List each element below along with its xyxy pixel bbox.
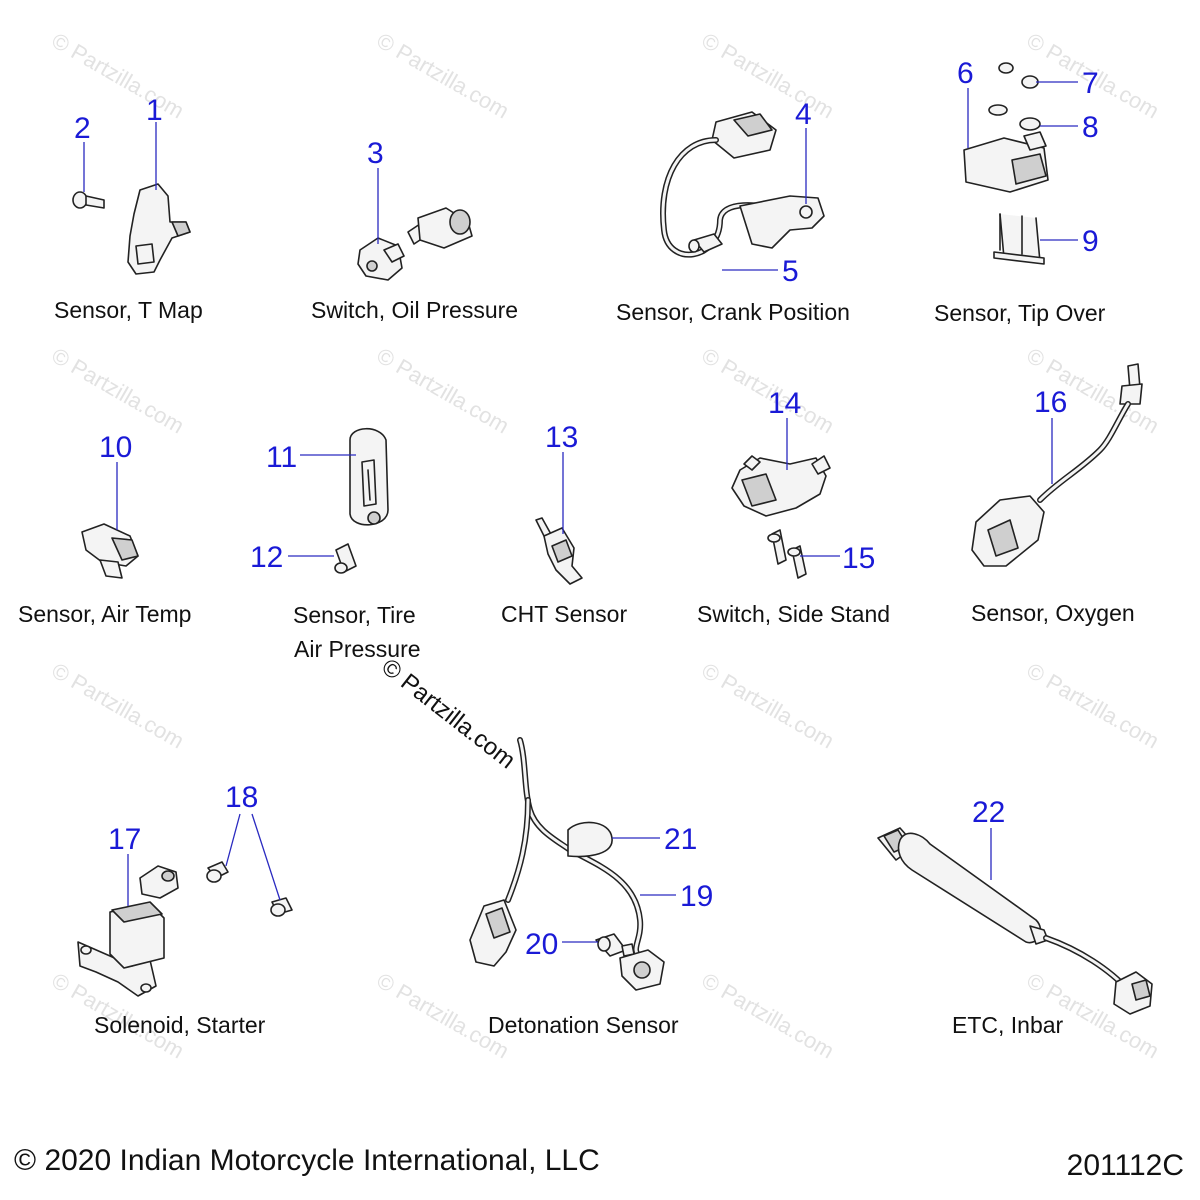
callout-18: 18: [225, 781, 258, 814]
callout-8: 8: [1082, 111, 1099, 144]
cht-sensor-drawing: [535, 517, 583, 585]
watermark-center: © Partzilla.com: [376, 653, 520, 774]
oil-pressure-switch-group: 3 Switch, Oil Pressure: [311, 137, 518, 323]
callout-13: 13: [545, 421, 578, 454]
tip-over-sensor-group: 6 7 8 9 Sensor, Tip Over: [934, 57, 1106, 326]
air-temp-sensor-group: 10 Sensor, Air Temp: [18, 431, 191, 627]
watermark: © Partzilla.com: [48, 658, 189, 754]
callout-14: 14: [768, 387, 801, 420]
crank-position-sensor-group: 4 5 Sensor, Crank Position: [616, 98, 850, 325]
caption-air-temp: Sensor, Air Temp: [18, 601, 191, 627]
callout-2: 2: [74, 112, 91, 145]
air-temp-sensor-drawing: [81, 523, 139, 579]
leader-18b: [251, 813, 281, 901]
caption-oil-pressure: Switch, Oil Pressure: [311, 297, 518, 323]
caption-oxygen: Sensor, Oxygen: [971, 600, 1135, 626]
callout-10: 10: [99, 431, 132, 464]
caption-cht: CHT Sensor: [501, 601, 627, 627]
starter-solenoid-drawing: [77, 861, 293, 997]
oil-pressure-switch-drawing: [357, 207, 473, 281]
watermark: © Partzilla.com: [698, 658, 839, 754]
leader-18a: [225, 813, 241, 867]
callout-7: 7: [1082, 67, 1099, 100]
caption-solenoid: Solenoid, Starter: [94, 1012, 266, 1038]
detonation-sensor-group: 21 19 20 Detonation Sensor: [469, 737, 713, 1038]
callout-1: 1: [146, 94, 163, 127]
tire-pressure-sensor-group: 11 12 Sensor, Tire Air Pressure: [250, 427, 421, 662]
callout-6: 6: [957, 57, 974, 90]
tip-over-sensor-drawing: [963, 62, 1049, 265]
cht-sensor-group: 13 CHT Sensor: [501, 421, 627, 627]
watermark: © Partzilla.com: [1023, 658, 1164, 754]
caption-tire-pressure-line2: Air Pressure: [294, 636, 421, 662]
watermark: © Partzilla.com: [698, 968, 839, 1064]
diagram-code: 201112C: [1067, 1149, 1184, 1182]
watermark: © Partzilla.com: [48, 343, 189, 439]
watermark: © Partzilla.com: [48, 28, 189, 124]
detonation-sensor-drawing: [469, 737, 665, 991]
side-stand-switch-drawing: [731, 455, 831, 579]
callout-11: 11: [266, 441, 297, 474]
callout-19: 19: [680, 880, 713, 913]
watermark: © Partzilla.com: [373, 28, 514, 124]
callout-9: 9: [1082, 225, 1099, 258]
bolt-2-drawing: [72, 191, 105, 209]
caption-tip-over: Sensor, Tip Over: [934, 300, 1106, 326]
etc-inbar-drawing: [877, 827, 1153, 1015]
t-map-sensor-drawing: [127, 183, 191, 275]
callout-12: 12: [250, 541, 283, 574]
callout-22: 22: [972, 796, 1005, 829]
callout-4: 4: [795, 98, 812, 131]
callout-17: 17: [108, 823, 141, 856]
caption-t-map: Sensor, T Map: [54, 297, 203, 323]
t-map-sensor-group: 1 2 Sensor, T Map: [54, 94, 203, 323]
watermark: © Partzilla.com: [698, 28, 839, 124]
etc-inbar-group: 22 ETC, Inbar: [877, 796, 1153, 1038]
caption-crank-position: Sensor, Crank Position: [616, 299, 850, 325]
watermark: © Partzilla.com: [373, 343, 514, 439]
callout-15: 15: [842, 542, 875, 575]
caption-detonation: Detonation Sensor: [488, 1012, 679, 1038]
oxygen-sensor-drawing: [971, 363, 1143, 567]
crank-position-sensor-drawing: [660, 111, 825, 258]
caption-side-stand: Switch, Side Stand: [697, 601, 890, 627]
caption-tire-pressure-line1: Sensor, Tire: [293, 602, 416, 628]
starter-solenoid-group: 17 18 Solenoid, Starter: [77, 781, 293, 1038]
side-stand-switch-group: 14 15 Switch, Side Stand: [697, 387, 890, 627]
caption-etc: ETC, Inbar: [952, 1012, 1064, 1038]
callout-16: 16: [1034, 386, 1067, 419]
callout-20: 20: [525, 928, 558, 961]
oxygen-sensor-group: 16 Sensor, Oxygen: [971, 363, 1143, 626]
copyright-text: © 2020 Indian Motorcycle International, …: [14, 1144, 600, 1177]
callout-5: 5: [782, 255, 799, 288]
tire-pressure-sensor-drawing: [334, 427, 389, 574]
callout-21: 21: [664, 823, 697, 856]
callout-3: 3: [367, 137, 384, 170]
